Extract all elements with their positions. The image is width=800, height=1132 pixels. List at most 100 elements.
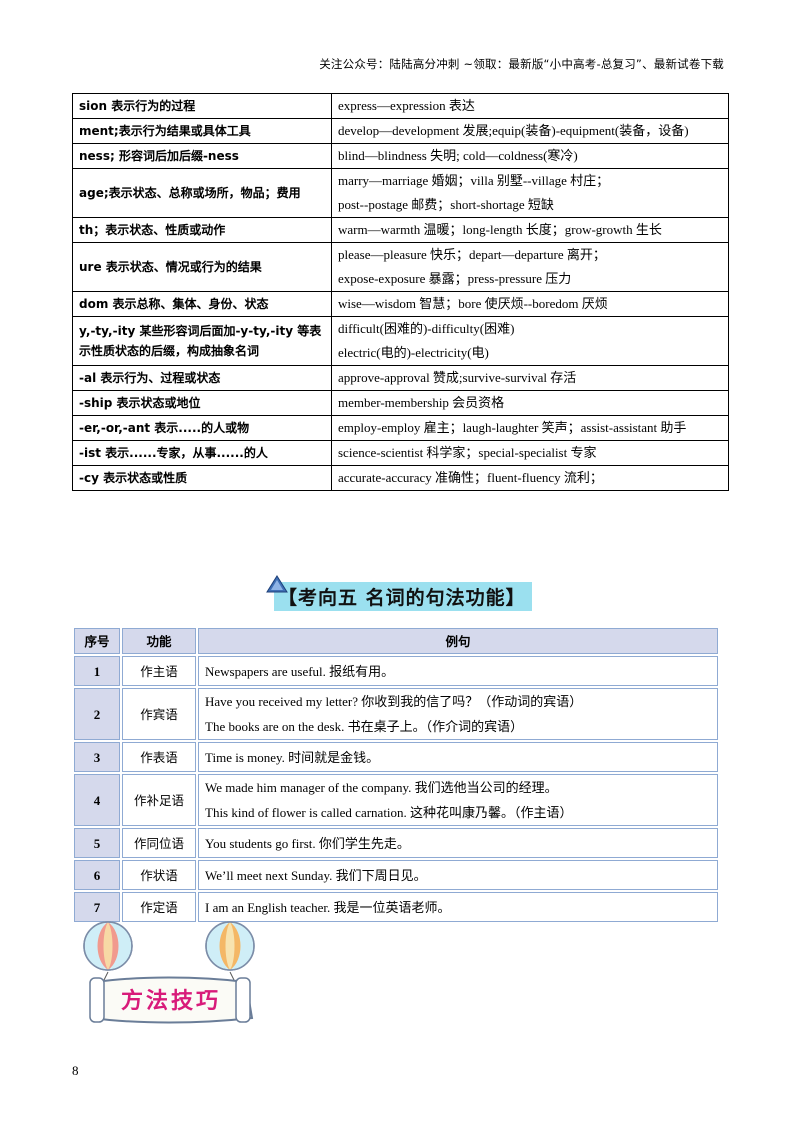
method-badge: 方法技巧 [83, 921, 255, 1024]
suffix-row: sion 表示行为的过程 express—expression 表达 [72, 93, 729, 119]
section-title: 【考向五 名词的句法功能】 [266, 575, 532, 611]
balloon-left-icon [83, 921, 133, 971]
suffix-examples: please—pleasure 快乐；depart—departure 离开； e… [331, 242, 729, 292]
example-line: marry—marriage 婚姻；villa 别墅--village 村庄； [338, 173, 610, 188]
row-number: 1 [74, 656, 120, 686]
example-sentence: Time is money. 时间就是金钱。 [205, 749, 380, 765]
suffix-description: age;表示状态、总称或场所，物品；费用 [72, 168, 332, 218]
row-number: 2 [74, 688, 120, 740]
example-line: express—expression 表达 [338, 98, 475, 113]
example-line: member-membership 会员资格 [338, 395, 505, 410]
method-badge-text: 方法技巧 [121, 988, 221, 1014]
suffix-description: -cy 表示状态或性质 [72, 465, 332, 491]
header-number: 序号 [74, 628, 120, 654]
suffix-row: -al 表示行为、过程或状态 approve-approval 赞成;surviv… [72, 365, 729, 391]
example-sentence: We’ll meet next Sunday. 我们下周日见。 [205, 867, 427, 883]
example-line: blind—blindness 失明; cold—coldness(寒冷) [338, 148, 578, 163]
suffix-description: sion 表示行为的过程 [72, 93, 332, 119]
example-line: accurate-accuracy 准确性；fluent-fluency 流利； [338, 470, 603, 485]
suffix-examples: develop—development 发展;equip(装备)-equipme… [331, 118, 729, 144]
suffix-description: -al 表示行为、过程或状态 [72, 365, 332, 391]
suffix-row: th；表示状态、性质或动作 warm—warmth 温暖；long-length … [72, 217, 729, 243]
example-sentence: Have you received my letter? 你收到我的信了吗？（作… [205, 694, 583, 709]
row-examples: We’ll meet next Sunday. 我们下周日见。 [198, 860, 718, 890]
header-example: 例句 [198, 628, 718, 654]
example-line: electric(电的)-electricity(电) [338, 345, 489, 360]
row-number: 6 [74, 860, 120, 890]
suffix-description: ment;表示行为结果或具体工具 [72, 118, 332, 144]
suffix-description: y,-ty,-ity 某些形容词后面加-y-ty,-ity 等表示性质状态的后缀… [72, 316, 332, 366]
suffix-row: -ship 表示状态或地位 member-membership 会员资格 [72, 390, 729, 416]
suffix-description: ure 表示状态、情况或行为的结果 [72, 242, 332, 292]
row-function: 作表语 [122, 742, 196, 772]
suffix-row: -ist 表示......专家，从事......的人 science-scient… [72, 440, 729, 466]
example-line: warm—warmth 温暖；long-length 长度；grow-growt… [338, 222, 662, 237]
suffix-examples: warm—warmth 温暖；long-length 长度；grow-growt… [331, 217, 729, 243]
section-title-text: 【考向五 名词的句法功能】 [274, 581, 532, 611]
example-line: science-scientist 科学家；special-specialist… [338, 445, 597, 460]
example-sentence: I am an English teacher. 我是一位英语老师。 [205, 899, 451, 915]
row-function: 作状语 [122, 860, 196, 890]
suffix-table: sion 表示行为的过程 express—expression 表达 ment;表示… [72, 93, 729, 491]
example-sentence: The books are on the desk. 书在桌子上。（作介词的宾语… [205, 719, 524, 734]
suffix-examples: difficult(困难的)-difficulty(困难) electric(电的… [331, 316, 729, 366]
row-function: 作定语 [122, 892, 196, 922]
row-function: 作补足语 [122, 774, 196, 826]
row-examples: Newspapers are useful. 报纸有用。 [198, 656, 718, 686]
suffix-description: -er,-or,-ant 表示.....的人或物 [72, 415, 332, 441]
example-line: please—pleasure 快乐；depart—departure 离开； [338, 247, 606, 262]
suffix-row: dom 表示总称、集体、身份、状态 wise—wisdom 智慧；bore 使厌烦… [72, 291, 729, 317]
example-sentence: Newspapers are useful. 报纸有用。 [205, 663, 395, 679]
suffix-examples: employ-employ 雇主；laugh-laughter 笑声；assis… [331, 415, 729, 441]
suffix-examples: member-membership 会员资格 [331, 390, 729, 416]
suffix-row: -cy 表示状态或性质 accurate-accuracy 准确性；fluent-… [72, 465, 729, 491]
row-number: 3 [74, 742, 120, 772]
example-line: approve-approval 赞成;survive-survival 存活 [338, 370, 577, 385]
row-function: 作同位语 [122, 828, 196, 858]
page-number: 8 [72, 1063, 79, 1078]
suffix-description: -ship 表示状态或地位 [72, 390, 332, 416]
example-line: wise—wisdom 智慧；bore 使厌烦--boredom 厌烦 [338, 296, 608, 311]
example-sentence: You students go first. 你们学生先走。 [205, 835, 410, 851]
suffix-description: dom 表示总称、集体、身份、状态 [72, 291, 332, 317]
suffix-row: ness; 形容词后加后缀-ness blind—blindness 失明; co… [72, 143, 729, 169]
row-function: 作主语 [122, 656, 196, 686]
example-line: post--postage 邮费；short-shortage 短缺 [338, 197, 554, 212]
suffix-examples: approve-approval 赞成;survive-survival 存活 [331, 365, 729, 391]
page-header: 关注公众号：陆陆高分冲刺 ~领取：最新版“小中高考-总复习”、最新试卷下载 [319, 57, 724, 71]
suffix-description: th；表示状态、性质或动作 [72, 217, 332, 243]
suffix-description: -ist 表示......专家，从事......的人 [72, 440, 332, 466]
suffix-examples: marry—marriage 婚姻；villa 别墅--village 村庄； p… [331, 168, 729, 218]
example-line: employ-employ 雇主；laugh-laughter 笑声；assis… [338, 420, 687, 435]
row-number: 5 [74, 828, 120, 858]
example-sentence: We made him manager of the company. 我们选他… [205, 780, 558, 795]
row-examples: I am an English teacher. 我是一位英语老师。 [198, 892, 718, 922]
suffix-examples: accurate-accuracy 准确性；fluent-fluency 流利； [331, 465, 729, 491]
example-line: expose-exposure 暴露；press-pressure 压力 [338, 271, 572, 286]
balloon-right-icon [205, 921, 255, 971]
row-examples: Have you received my letter? 你收到我的信了吗？（作… [198, 688, 718, 740]
suffix-description: ness; 形容词后加后缀-ness [72, 143, 332, 169]
suffix-row: y,-ty,-ity 某些形容词后面加-y-ty,-ity 等表示性质状态的后缀… [72, 316, 729, 366]
row-number: 7 [74, 892, 120, 922]
triangle-icon [266, 575, 288, 593]
row-function: 作宾语 [122, 688, 196, 740]
row-examples: You students go first. 你们学生先走。 [198, 828, 718, 858]
example-line: difficult(困难的)-difficulty(困难) [338, 321, 515, 336]
row-examples: Time is money. 时间就是金钱。 [198, 742, 718, 772]
example-sentence: This kind of flower is called carnation.… [205, 805, 573, 820]
function-table-header-row: 序号 功能 例句 [74, 628, 718, 654]
header-function: 功能 [122, 628, 196, 654]
suffix-examples: wise—wisdom 智慧；bore 使厌烦--boredom 厌烦 [331, 291, 729, 317]
suffix-examples: express—expression 表达 [331, 93, 729, 119]
